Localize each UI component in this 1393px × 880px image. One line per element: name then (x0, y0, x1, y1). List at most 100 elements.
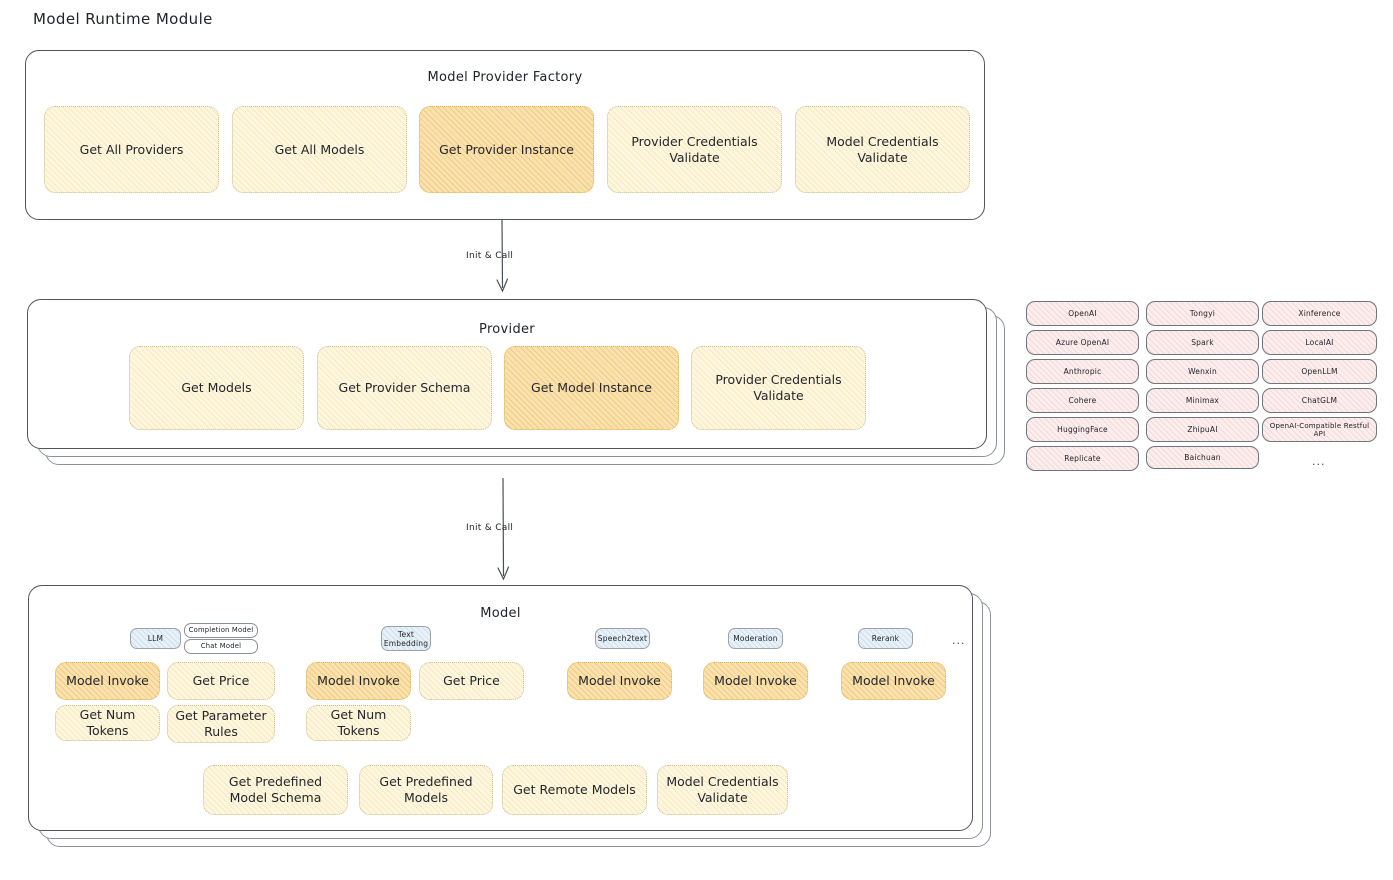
connector-label: Init & Call (466, 251, 514, 261)
model-type-badge-label: LLM (147, 634, 164, 643)
provider-chip-localai[interactable]: LocalAI (1262, 330, 1377, 355)
speech2text-method-model-invoke[interactable]: Model Invoke (567, 662, 672, 700)
provider-chip-label: Azure OpenAI (1055, 338, 1110, 347)
provider-chip-wenxin[interactable]: Wenxin (1146, 359, 1259, 384)
factory-method-label: Get All Models (274, 141, 365, 157)
provider-chip-azure-openai[interactable]: Azure OpenAI (1026, 330, 1139, 355)
provider-chip-label: Baichuan (1184, 453, 1221, 462)
method-label: Get Num Tokens (79, 707, 136, 738)
provider-chip-openai[interactable]: OpenAI (1026, 301, 1139, 326)
factory-method-label: Get All Providers (79, 141, 184, 157)
connector-factory-to-provider: Init & Call (440, 219, 580, 300)
provider-chip-spark[interactable]: Spark (1146, 330, 1259, 355)
provider-chip-label: LocalAI (1305, 338, 1334, 347)
connector-label: Init & Call (466, 523, 514, 533)
provider-chip-chatglm[interactable]: ChatGLM (1262, 388, 1377, 413)
provider-chip-zhipuai[interactable]: ZhipuAI (1146, 417, 1259, 442)
model-subtype-badge-chat-model[interactable]: Chat Model (184, 639, 258, 654)
llm-method-get-num-tokens[interactable]: Get Num Tokens (55, 705, 160, 741)
provider-method-get-models[interactable]: Get Models (129, 346, 304, 430)
method-label: Model Credentials Validate (666, 774, 779, 805)
rerank-method-model-invoke[interactable]: Model Invoke (841, 662, 946, 700)
method-label: Get Remote Models (513, 782, 636, 798)
method-label: Model Invoke (317, 673, 400, 689)
provider-chip-openllm[interactable]: OpenLLM (1262, 359, 1377, 384)
model-type-badge-llm[interactable]: LLM (130, 628, 181, 649)
factory-method-label: Get Provider Instance (439, 141, 574, 157)
provider-chip-anthropic[interactable]: Anthropic (1026, 359, 1139, 384)
factory-method-get-all-models[interactable]: Get All Models (232, 106, 407, 193)
factory-method-get-all-providers[interactable]: Get All Providers (44, 106, 219, 193)
provider-list-more-ellipsis: ... (1312, 455, 1326, 468)
model-subtype-badge-label: Chat Model (200, 642, 242, 651)
factory-method-get-provider-instance[interactable]: Get Provider Instance (419, 106, 594, 193)
provider-method-label: Get Provider Schema (338, 380, 471, 396)
provider-chip-label: Replicate (1064, 454, 1101, 463)
model-type-badge-rerank[interactable]: Rerank (858, 628, 913, 649)
method-label: Get Predefined Model Schema (228, 774, 323, 805)
factory-method-model-credentials-validate[interactable]: Model Credentials Validate (795, 106, 970, 193)
connector-provider-to-model: Init & Call (440, 477, 600, 588)
model-type-badge-moderation[interactable]: Moderation (728, 628, 783, 649)
model-types-more-ellipsis: ... (952, 634, 966, 647)
llm-method-get-parameter-rules[interactable]: Get Parameter Rules (167, 705, 275, 743)
model-type-badge-label: Speech2text (597, 634, 648, 643)
model-common-method-get-remote-models[interactable]: Get Remote Models (502, 765, 647, 815)
provider-chip-label: Xinference (1298, 309, 1341, 318)
provider-method-provider-credentials-validate[interactable]: Provider Credentials Validate (691, 346, 866, 430)
text-embedding-method-get-price[interactable]: Get Price (419, 662, 524, 700)
provider-chip-label: HuggingFace (1057, 425, 1108, 434)
model-common-method-model-credentials-validate[interactable]: Model Credentials Validate (657, 765, 788, 815)
provider-chip-label: Tongyi (1189, 309, 1216, 318)
method-label: Get Parameter Rules (175, 708, 267, 739)
model-type-badge-speech2text[interactable]: Speech2text (595, 628, 650, 649)
moderation-method-model-invoke[interactable]: Model Invoke (703, 662, 808, 700)
arrow-down-icon (496, 219, 509, 293)
provider-chip-xinference[interactable]: Xinference (1262, 301, 1377, 326)
llm-method-get-price[interactable]: Get Price (167, 662, 275, 700)
model-type-badge-label: Moderation (733, 634, 778, 643)
model-common-method-get-predefined-models[interactable]: Get Predefined Models (359, 765, 493, 815)
provider-chip-label: Anthropic (1063, 367, 1102, 376)
model-type-badge-label: Rerank (871, 634, 900, 643)
model-subtype-badge-completion-model[interactable]: Completion Model (184, 623, 258, 638)
provider-chip-label: ChatGLM (1301, 396, 1338, 405)
provider-chip-openai-compatible-restful-api[interactable]: OpenAI-Compatible Restful API (1262, 417, 1377, 442)
page-title: Model Runtime Module (33, 10, 213, 28)
provider-chip-replicate[interactable]: Replicate (1026, 446, 1139, 471)
model-common-method-get-predefined-model-schema[interactable]: Get Predefined Model Schema (203, 765, 348, 815)
provider-chip-label: Cohere (1068, 396, 1097, 405)
method-label: Model Invoke (714, 673, 797, 689)
provider-method-get-model-instance[interactable]: Get Model Instance (504, 346, 679, 430)
arrow-down-icon (497, 477, 510, 581)
provider-chip-label: OpenAI (1068, 309, 1097, 318)
method-label: Get Predefined Models (379, 774, 473, 805)
provider-chip-label: Wenxin (1188, 367, 1217, 376)
text-embedding-method-get-num-tokens[interactable]: Get Num Tokens (306, 705, 411, 741)
method-label: Model Invoke (66, 673, 149, 689)
provider-chip-label: Spark (1191, 338, 1214, 347)
provider-chip-cohere[interactable]: Cohere (1026, 388, 1139, 413)
method-label: Model Invoke (852, 673, 935, 689)
provider-chip-huggingface[interactable]: HuggingFace (1026, 417, 1139, 442)
factory-method-label: Model Credentials Validate (826, 133, 939, 165)
model-type-badge-text-embedding[interactable]: Text Embedding (381, 626, 431, 651)
provider-method-label: Get Models (181, 380, 252, 396)
provider-method-label: Provider Credentials Validate (715, 372, 842, 403)
provider-chip-tongyi[interactable]: Tongyi (1146, 301, 1259, 326)
model-title: Model (480, 606, 521, 621)
provider-chip-label: OpenAI-Compatible Restful API (1269, 421, 1370, 438)
provider-method-label: Get Model Instance (531, 380, 652, 396)
provider-chip-label: OpenLLM (1301, 367, 1338, 376)
provider-method-get-provider-schema[interactable]: Get Provider Schema (317, 346, 492, 430)
provider-chip-baichuan[interactable]: Baichuan (1146, 446, 1259, 469)
model-provider-factory-title: Model Provider Factory (427, 70, 583, 85)
provider-chip-minimax[interactable]: Minimax (1146, 388, 1259, 413)
factory-method-provider-credentials-validate[interactable]: Provider Credentials Validate (607, 106, 782, 193)
provider-chip-label: ZhipuAI (1187, 425, 1218, 434)
method-label: Get Num Tokens (330, 707, 387, 738)
text-embedding-method-model-invoke[interactable]: Model Invoke (306, 662, 411, 700)
method-label: Model Invoke (578, 673, 661, 689)
llm-method-model-invoke[interactable]: Model Invoke (55, 662, 160, 700)
model-subtype-badge-label: Completion Model (188, 626, 254, 635)
